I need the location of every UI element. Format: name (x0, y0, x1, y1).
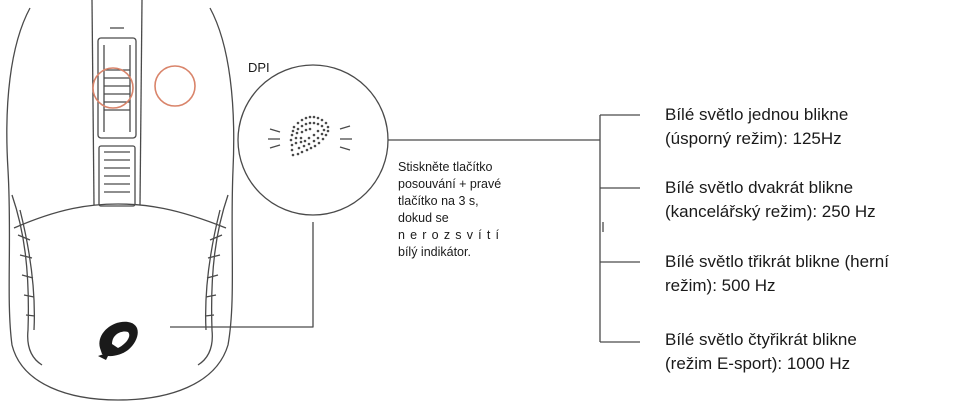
mode-eco-line-2: (úsporný režim): 125Hz (665, 129, 842, 148)
instruction-line-3: tlačítko na 3 s, (398, 194, 479, 208)
mode-esport-line-2: (režim E-sport): 1000 Hz (665, 354, 851, 373)
brand-logo-icon (98, 321, 138, 360)
instruction-line-6: bílý indikátor. (398, 245, 471, 259)
mouse-button-split-right (139, 0, 143, 206)
mode-gaming-line-2: režim): 500 Hz (665, 276, 776, 295)
scroll-wheel-housing (97, 37, 137, 139)
mode-esport: Bílé světlo čtyřikrát blikne (režim E-sp… (665, 328, 857, 376)
dpi-label: DPI (248, 60, 270, 75)
mode-office: Bílé světlo dvakrát blikne (kancelářský … (665, 176, 876, 224)
instruction-line-2: posouvání + pravé (398, 177, 502, 191)
mouse-body-outline (6, 7, 235, 401)
mode-gaming-line-1: Bílé světlo třikrát blikne (herní (665, 252, 889, 271)
blinking-light-icon (268, 115, 352, 157)
instruction-line-5: nerozsvítí (398, 228, 505, 242)
instruction-line-4: dokud se (398, 211, 449, 225)
mode-eco: Bílé světlo jednou blikne (úsporný režim… (665, 103, 848, 151)
instruction-text: Stiskněte tlačítko posouvání + pravé tla… (398, 159, 573, 261)
mode-office-line-1: Bílé světlo dvakrát blikne (665, 178, 854, 197)
right-grip (197, 194, 229, 366)
dpi-zoom-circle (237, 64, 389, 216)
left-grip (11, 194, 43, 366)
mode-gaming: Bílé světlo třikrát blikne (herní režim)… (665, 250, 889, 298)
mode-eco-line-1: Bílé světlo jednou blikne (665, 105, 849, 124)
instruction-line-1: Stiskněte tlačítko (398, 160, 493, 174)
right-button-highlight (154, 65, 196, 107)
mouse-palm-line (13, 203, 227, 229)
scroll-wheel-highlight (92, 67, 134, 109)
dpi-button (98, 145, 136, 207)
logo-connector-line (170, 222, 314, 328)
mouse-button-split-left (91, 0, 95, 206)
mode-office-line-2: (kancelářský režim): 250 Hz (665, 202, 876, 221)
mode-esport-line-1: Bílé světlo čtyřikrát blikne (665, 330, 857, 349)
